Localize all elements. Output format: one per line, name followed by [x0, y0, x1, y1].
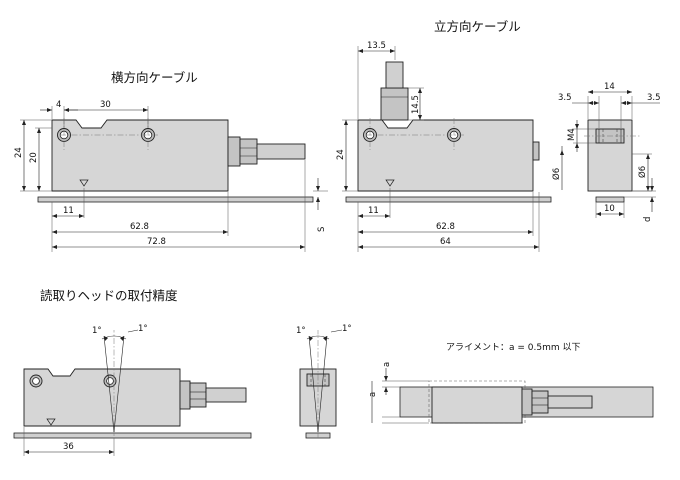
dim-height-24: 24	[14, 147, 24, 158]
angle-label-4: 1°	[342, 324, 352, 334]
dim-62-8: 62.8	[130, 222, 149, 232]
thread-spec: M4	[567, 128, 577, 141]
cable-gland	[380, 87, 409, 121]
dim-14-5: 14.5	[411, 95, 421, 114]
head-vertical-cable-view: 13.5 14.5 24 11 62.8 64	[336, 41, 552, 252]
read-head-body	[23, 368, 181, 427]
dim-11: 11	[368, 206, 379, 216]
alignment-a-top: a	[382, 362, 392, 367]
dim-hole-pitch: 30	[100, 100, 111, 110]
cable	[256, 143, 306, 160]
dim-height-20: 20	[29, 152, 39, 163]
cable	[205, 387, 247, 403]
dim-3-5-right: 3.5	[647, 93, 661, 103]
angle-label-2: 1°	[138, 324, 148, 334]
dim-3-5-left: 3.5	[558, 93, 572, 103]
dim-14: 14	[604, 82, 615, 92]
title-mounting-accuracy: 読取りヘッドの取付精度	[40, 288, 178, 303]
cable-gland-base	[227, 136, 241, 167]
title-vertical-cable: 立方向ケーブル	[434, 19, 521, 34]
reference-mark-icon	[79, 179, 89, 187]
alignment-a-bottom: a	[368, 392, 378, 397]
scale-plate	[345, 196, 552, 203]
read-head-top	[431, 386, 523, 424]
cable-gland-nut	[239, 138, 258, 165]
title-horizontal-cable: 横方向ケーブル	[111, 70, 198, 85]
head-end-view: 14 3.5 3.5 M4 Ø6 Ø6 10	[551, 82, 661, 222]
alignment-view: アライメント：a = 0.5mm 以下 a a	[368, 342, 654, 424]
scale-plate	[37, 196, 314, 203]
read-head-body	[357, 119, 534, 192]
dim-72-8: 72.8	[147, 237, 166, 247]
dim-gap-d: d	[643, 217, 653, 222]
read-head-body	[51, 119, 229, 192]
angle-label-1: 1°	[92, 326, 102, 336]
dim-36: 36	[63, 442, 74, 452]
dim-height-24: 24	[336, 149, 346, 160]
dim-dia-left: Ø6	[551, 168, 562, 180]
dim-62-8: 62.8	[436, 222, 455, 232]
angle-label-3: 1°	[296, 326, 306, 336]
reference-mark-icon	[46, 418, 56, 426]
scale-plate	[13, 432, 252, 439]
cable	[547, 395, 593, 409]
dim-hole-offset: 4	[56, 100, 61, 110]
dim-dia-right: Ø6	[637, 166, 648, 178]
reference-mark-icon	[385, 179, 395, 187]
dim-64: 64	[440, 237, 451, 247]
dim-gap-s: S	[317, 227, 327, 232]
accuracy-end-view: 1° 1°	[296, 324, 352, 439]
head-horizontal-cable-view: 4 30 24 20 11 62.8 72.8	[14, 100, 328, 252]
dim-13-5: 13.5	[367, 41, 386, 51]
cable	[385, 61, 404, 89]
dim-10: 10	[604, 204, 615, 214]
alignment-text: アライメント：a = 0.5mm 以下	[446, 342, 581, 353]
dim-11: 11	[63, 206, 74, 216]
accuracy-side-view: 1° 1° 36	[13, 324, 252, 456]
scale-end	[595, 196, 625, 203]
